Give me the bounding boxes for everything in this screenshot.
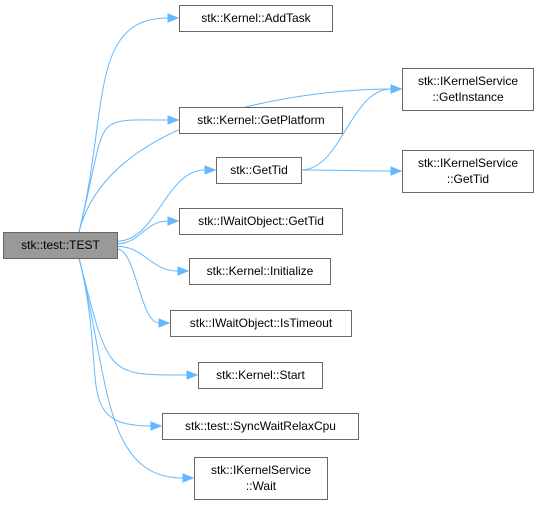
- arrowhead-wait: [182, 473, 195, 483]
- node-istimeout[interactable]: stk::IWaitObject::IsTimeout: [170, 310, 352, 337]
- node-getplatform[interactable]: stk::Kernel::GetPlatform: [179, 107, 343, 134]
- node-start[interactable]: stk::Kernel::Start: [198, 362, 323, 389]
- arrowhead-getinstance: [390, 84, 403, 94]
- node-label: stk::Kernel::GetPlatform: [197, 113, 324, 127]
- node-label: stk::test::SyncWaitRelaxCpu: [185, 419, 336, 433]
- edge-test-to-syncwait: [78, 257, 152, 427]
- node-syncwait[interactable]: stk::test::SyncWaitRelaxCpu: [162, 413, 359, 440]
- arrowhead-syncwait: [150, 421, 163, 431]
- node-label: stk::GetTid: [230, 163, 288, 177]
- edge-layer: [78, 13, 403, 483]
- node-box: [402, 68, 534, 111]
- edge-test-to-initialize: [116, 245, 179, 272]
- arrowhead-start: [186, 370, 199, 380]
- node-initialize[interactable]: stk::Kernel::Initialize: [189, 258, 331, 285]
- node-iwo_gettid[interactable]: stk::IWaitObject::GetTid: [179, 208, 343, 235]
- node-box: [189, 258, 331, 285]
- node-box: [170, 310, 352, 337]
- node-iks_gettid[interactable]: stk::IKernelService::GetTid: [402, 150, 534, 193]
- edge-test-to-wait: [78, 257, 184, 479]
- node-addtask[interactable]: stk::Kernel::AddTask: [179, 5, 333, 32]
- node-wait[interactable]: stk::IKernelService::Wait: [194, 457, 328, 500]
- edge-test-to-istimeout: [116, 248, 160, 324]
- edge-test-to-iwo_gettid: [116, 220, 169, 245]
- node-label: stk::IKernelService: [418, 74, 518, 88]
- arrowhead-istimeout: [158, 318, 171, 328]
- edge-test-to-gettid: [116, 169, 206, 242]
- arrowhead-iks_gettid: [390, 166, 403, 176]
- arrowhead-initialize: [177, 266, 190, 276]
- node-label: stk::Kernel::Initialize: [207, 264, 314, 278]
- node-gettid[interactable]: stk::GetTid: [216, 157, 302, 184]
- node-box: [162, 413, 359, 440]
- node-box: [179, 5, 333, 32]
- arrowhead-addtask: [167, 13, 180, 23]
- node-getinstance[interactable]: stk::IKernelService::GetInstance: [402, 68, 534, 111]
- node-label: ::GetTid: [447, 172, 489, 186]
- node-label: ::Wait: [246, 479, 277, 493]
- arrowhead-iwo_gettid: [167, 216, 180, 226]
- node-box: [198, 362, 323, 389]
- node-test[interactable]: stk::test::TEST: [3, 232, 118, 259]
- node-label: ::GetInstance: [432, 90, 504, 104]
- node-label: stk::Kernel::Start: [216, 368, 305, 382]
- node-label: stk::IKernelService: [211, 463, 311, 477]
- node-label: stk::IKernelService: [418, 156, 518, 170]
- node-layer: stk::test::TEST stk::Kernel::AddTaskstk::…: [3, 5, 534, 500]
- node-box: [216, 157, 302, 184]
- edge-gettid-to-iks_gettid: [300, 169, 392, 172]
- node-box: [194, 457, 328, 500]
- arrowhead-gettid: [204, 165, 217, 175]
- node-box: [402, 150, 534, 193]
- node-label: stk::test::TEST: [21, 238, 100, 252]
- node-box: [179, 107, 343, 134]
- arrowhead-getplatform: [167, 115, 180, 125]
- node-label: stk::Kernel::AddTask: [201, 11, 311, 25]
- node-label: stk::IWaitObject::GetTid: [198, 214, 324, 228]
- edge-test-to-start: [78, 257, 188, 376]
- node-label: stk::IWaitObject::IsTimeout: [190, 316, 333, 330]
- edge-gettid-to-getinstance: [300, 88, 392, 171]
- edge-test-to-getplatform: [78, 119, 169, 233]
- node-box: [3, 232, 118, 259]
- node-box: [179, 208, 343, 235]
- edge-test-to-addtask: [78, 17, 169, 233]
